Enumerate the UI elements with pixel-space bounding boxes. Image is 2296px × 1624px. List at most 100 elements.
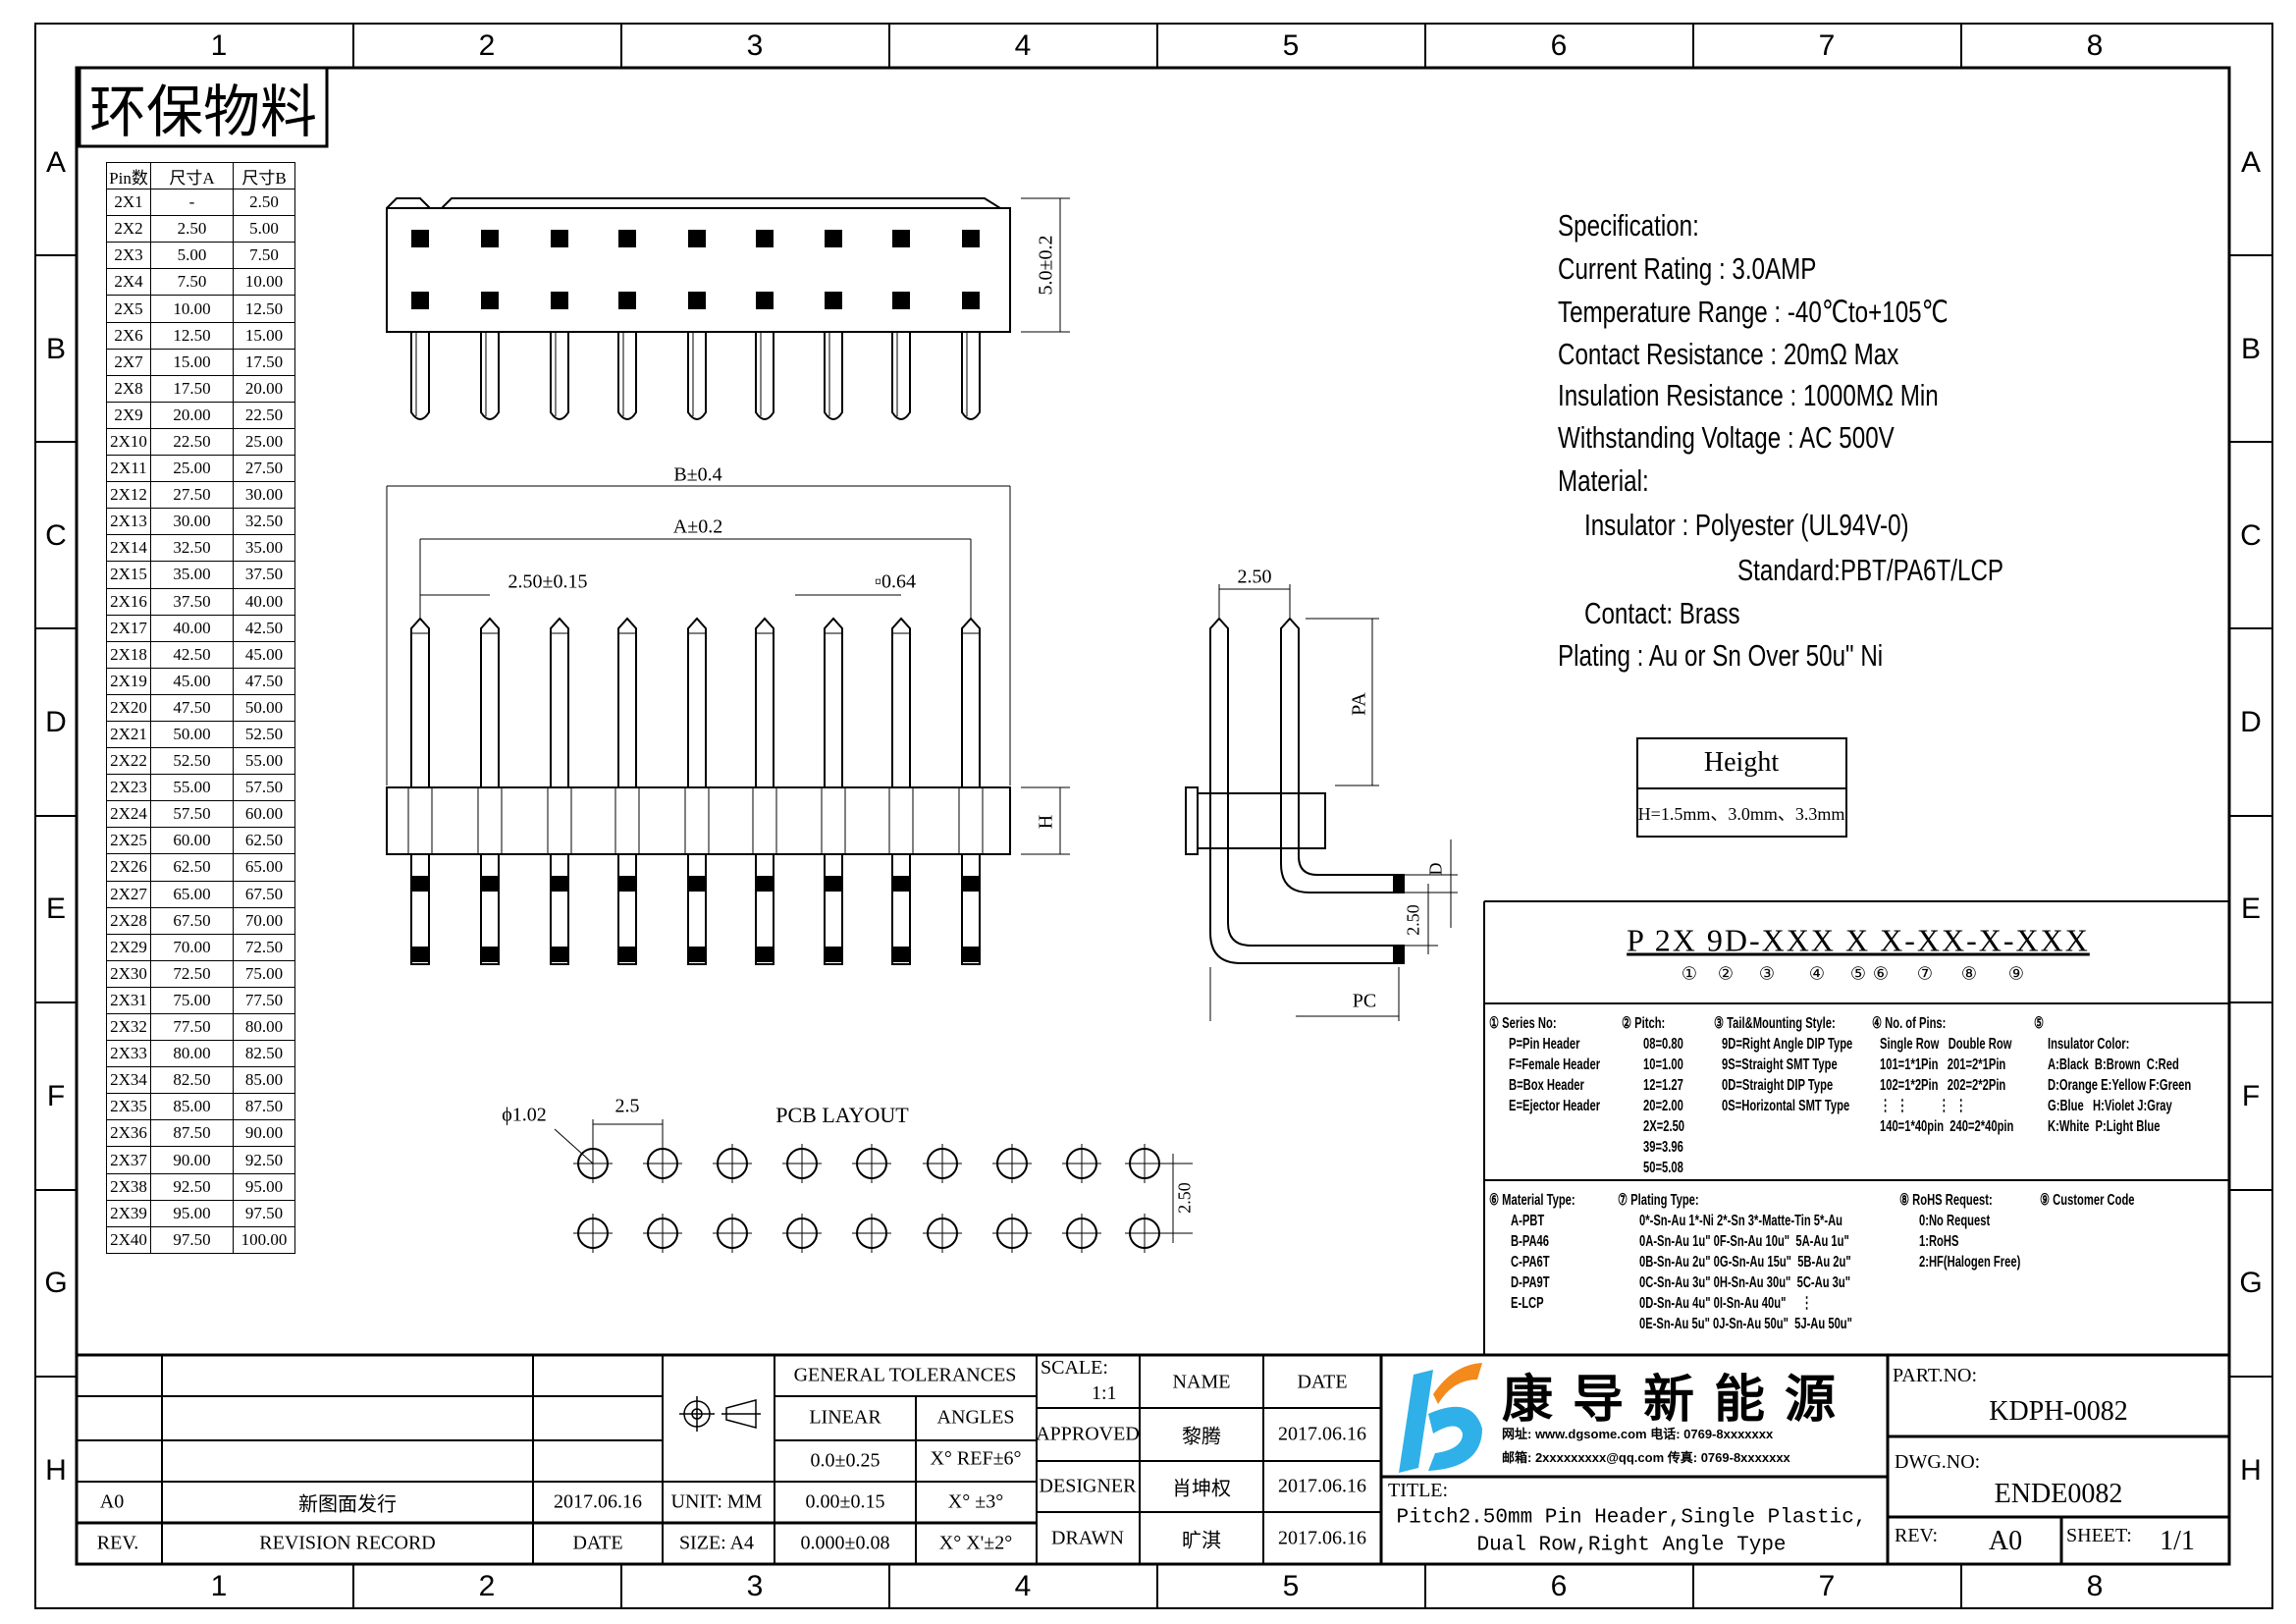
grid-column-label: 4: [1014, 1570, 1032, 1602]
code-legend-text: ④ No. of Pins:: [1872, 1015, 1947, 1032]
code-legend-text: C-PA6T: [1511, 1254, 1550, 1271]
grid-column-label: 5: [1282, 29, 1300, 62]
code-legend-text: D-PA9T: [1511, 1274, 1550, 1291]
table-cell: 22.50: [233, 401, 295, 429]
table-cell: 100.00: [233, 1225, 295, 1254]
table-cell: 50.00: [233, 693, 295, 722]
grid-column-label: 8: [2086, 29, 2104, 62]
code-legend-plating: 0A-Sn-Au 1u" 0F-Sn-Au 10u" 5A-Au 1u": [1639, 1231, 1939, 1252]
table-cell: 22.50: [150, 427, 234, 457]
grid-row-label: C: [2240, 519, 2262, 552]
code-legend-rohs: ⑧ RoHS Request:: [1899, 1190, 2032, 1211]
code-legend-text: 0:No Request: [1919, 1213, 1991, 1229]
code-legend-text: ② Pitch:: [1622, 1015, 1666, 1032]
table-cell: 75.00: [150, 986, 234, 1015]
table-cell: 12.50: [233, 295, 295, 323]
table-cell: 32.50: [233, 508, 295, 536]
role-label: DRAWN: [1051, 1527, 1124, 1549]
table-cell: 2X34: [106, 1066, 151, 1095]
code-legend-pitch: ② Pitch:: [1622, 1013, 1683, 1034]
table-cell: 85.00: [233, 1066, 295, 1095]
pin-square: [481, 230, 499, 247]
grid-column-label: 5: [1282, 1570, 1300, 1602]
table-cell: 72.50: [150, 959, 234, 988]
table-cell: 52.50: [150, 747, 234, 776]
tol-angle-3: X° X'±2°: [938, 1532, 1013, 1554]
code-legend-text: B-PA46: [1511, 1233, 1550, 1250]
code-legend-material: B-PA46: [1511, 1231, 1566, 1252]
tol-linear-3: 0.000±0.08: [800, 1532, 890, 1554]
dim-side-pitch-2: 2.50: [1403, 904, 1423, 936]
code-legend-pins: 102=1*2Pin 202=2*2Pin: [1880, 1075, 2059, 1096]
table-cell: 32.50: [150, 534, 234, 563]
dim-pcb-pitch: 2.5: [614, 1095, 640, 1117]
grid-row-label: A: [45, 146, 67, 179]
code-legend-text: 12=1.27: [1643, 1077, 1683, 1094]
table-cell: 20.00: [233, 374, 295, 403]
code-legend-color: ⑤: [2034, 1013, 2048, 1034]
table-cell: 2X37: [106, 1146, 151, 1174]
table-cell: 72.50: [233, 933, 295, 961]
top-view: [386, 197, 1070, 420]
linear-label: LINEAR: [809, 1406, 881, 1429]
code-legend-rohs: 1:RoHS: [1919, 1231, 1976, 1252]
code-legend-pitch: 39=3.96: [1643, 1137, 1700, 1158]
code-legend-text: K:White P:Light Blue: [2048, 1118, 2161, 1135]
table-cell: 2X36: [106, 1119, 151, 1148]
table-cell: 7.50: [150, 268, 234, 297]
pin-square: [551, 230, 568, 247]
table-cell: 77.50: [233, 986, 295, 1015]
table-cell: 2X28: [106, 906, 151, 935]
table-cell: 2X10: [106, 427, 151, 457]
date-header: DATE: [572, 1532, 623, 1554]
dim-h: H: [1035, 814, 1057, 830]
code-marker: ⑥: [1872, 963, 1890, 984]
pin: [755, 617, 774, 787]
table-cell: 45.00: [150, 667, 234, 695]
code-legend-text: 0E-Sn-Au 5u" 0J-Sn-Au 50u" 5J-Au 50u": [1639, 1316, 1852, 1332]
code-legend-tail: 0D=Straight DIP Type: [1722, 1075, 1881, 1096]
table-cell: 82.50: [150, 1066, 234, 1095]
spec-line: Withstanding Voltage : AC 500V: [1558, 420, 1989, 456]
code-marker: ④: [1808, 963, 1826, 984]
table-cell: 60.00: [150, 827, 234, 855]
table-cell: 2X6: [106, 321, 151, 350]
spec-text: Withstanding Voltage : AC 500V: [1558, 420, 1895, 455]
table-cell: 85.00: [150, 1093, 234, 1121]
code-legend-rohs: 2:HF(Halogen Free): [1919, 1252, 2064, 1272]
table-cell: 2X23: [106, 774, 151, 802]
part-code: P 2X 9D-XXX X X-XX-X-XXX: [1627, 922, 2090, 958]
code-legend-text: ⑨ Customer Code: [2040, 1192, 2135, 1209]
code-legend-text: E=Ejector Header: [1509, 1098, 1601, 1114]
code-legend-text: ⑤: [2034, 1015, 2045, 1032]
pin-square: [618, 230, 636, 247]
table-cell: 2X5: [106, 295, 151, 323]
table-cell: 37.50: [150, 587, 234, 616]
table-cell: 80.00: [233, 1012, 295, 1042]
spec-line: Temperature Range : -40℃to+105℃: [1558, 295, 2058, 330]
code-marker: ⑤: [1849, 963, 1867, 984]
code-legend-pitch: 10=1.00: [1643, 1055, 1700, 1075]
code-legend-text: 101=1*1Pin 201=2*1Pin: [1880, 1056, 2006, 1073]
spec-text: Insulator : Polyester (UL94V-0): [1584, 508, 1909, 542]
table-cell: 2X25: [106, 827, 151, 855]
pin: [617, 853, 637, 965]
table-cell: 35.00: [233, 534, 295, 563]
spec-text: Standard:PBT/PA6T/LCP: [1737, 553, 2004, 587]
table-cell: 65.00: [150, 880, 234, 908]
table-cell: 2X8: [106, 374, 151, 403]
date-col-header: DATE: [1297, 1371, 1348, 1393]
table-cell: 47.50: [150, 693, 234, 722]
table-cell: 62.50: [233, 827, 295, 855]
